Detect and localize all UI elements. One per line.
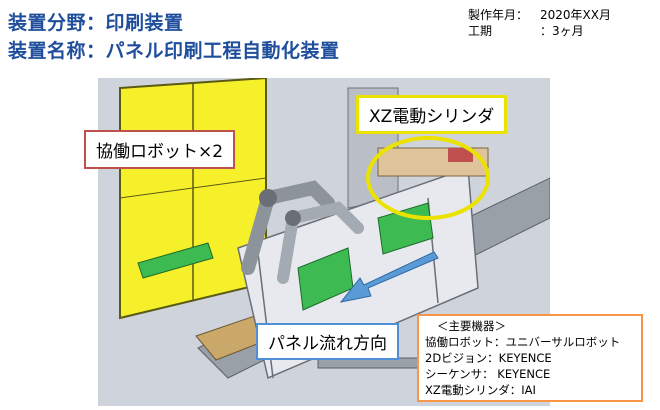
device-field-title: 装置分野：印刷装置 <box>8 12 184 34</box>
panel-tray <box>137 242 214 279</box>
cylinder-motor <box>448 148 473 162</box>
production-date-value: 2020年XX月 <box>540 8 611 22</box>
work-period-key: 工期 <box>468 24 493 38</box>
fence-rail <box>119 177 267 199</box>
flow-direction-callout: パネル流れ方向 <box>256 323 399 360</box>
work-period-value: ：3ヶ月 <box>540 24 584 38</box>
robot-callout: 協働ロボット×2 <box>84 130 236 169</box>
device-name-title: 装置名称：パネル印刷工程自動化装置 <box>8 40 340 62</box>
equipment-item-cylinder: XZ電動シリンダ：IAI <box>425 383 536 397</box>
equipment-item-vision: 2Dビジョン：KEYENCE <box>425 351 552 365</box>
robot-arm <box>277 201 364 284</box>
cylinder-callout: XZ電動シリンダ <box>356 95 508 134</box>
production-date-key: 製作年月： <box>468 8 529 22</box>
production-date: 製作年月： 2020年XX月 <box>468 6 611 23</box>
equipment-item-sequencer: シーケンサ： KEYENCE <box>425 367 551 381</box>
robot-joint <box>285 210 301 226</box>
equipment-heading: ＜主要機器＞ <box>437 319 506 333</box>
equipment-item-robot: 協働ロボット：ユニバーサルロボット <box>425 335 621 349</box>
cylinder-highlight-ring <box>366 136 490 220</box>
robot-arm <box>241 180 335 275</box>
work-period: 工期 ：3ヶ月 <box>468 22 584 39</box>
flow-arrow <box>339 251 439 303</box>
robot-joint <box>259 189 277 207</box>
equipment-list-box: ＜主要機器＞ 協働ロボット：ユニバーサルロボット 2Dビジョン：KEYENCE … <box>417 314 643 402</box>
